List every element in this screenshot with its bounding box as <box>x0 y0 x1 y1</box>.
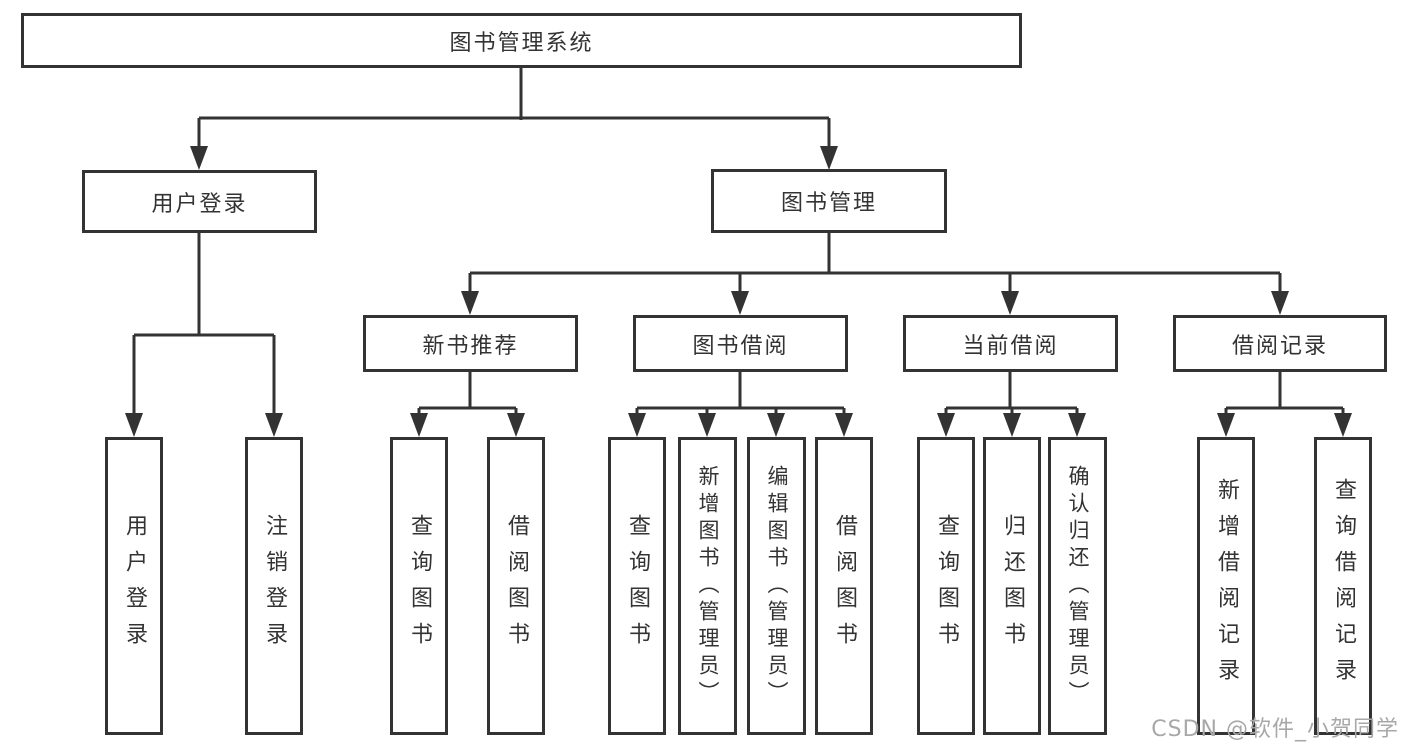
leaf-query-borrow-record-label: 查询借阅记录 <box>1331 478 1356 694</box>
node-current-borrow: 当前借阅 <box>903 315 1118 372</box>
connector-borrowrecords-to-leaves <box>1224 372 1345 415</box>
leaf-logout-label: 注销登录 <box>262 514 287 658</box>
leaf-edit-book-admin: 编辑图书（管理员） <box>747 437 806 735</box>
connector-userlogin-to-leaves <box>132 233 276 415</box>
node-book-management-label: 图书管理 <box>780 191 877 216</box>
leaf-confirm-return-admin-label: 确认归还（管理员） <box>1066 464 1090 708</box>
leaf-query-book-current: 查询图书 <box>917 437 975 735</box>
leaf-user-login-label: 用户登录 <box>122 514 147 658</box>
leaf-query-borrow-record: 查询借阅记录 <box>1314 437 1372 735</box>
node-book-borrow: 图书借阅 <box>633 315 848 372</box>
leaf-query-book-borrow: 查询图书 <box>608 437 666 735</box>
node-current-borrow-label: 当前借阅 <box>962 333 1059 359</box>
leaf-borrow-book: 借阅图书 <box>815 437 873 735</box>
node-borrow-records-label: 借阅记录 <box>1231 333 1328 359</box>
node-new-book-recommend-label: 新书推荐 <box>422 333 519 359</box>
leaf-query-book-borrow-label: 查询图书 <box>625 514 650 658</box>
leaf-return-book: 归还图书 <box>983 437 1041 735</box>
leaf-query-book-current-label: 查询图书 <box>934 514 959 658</box>
leaf-borrow-book-recommend-label: 借阅图书 <box>504 514 529 658</box>
node-new-book-recommend: 新书推荐 <box>363 315 578 372</box>
csdn-watermark: CSDN @软件_小贺同学 <box>1151 717 1399 742</box>
node-root-label: 图书管理系统 <box>449 30 594 56</box>
node-user-login: 用户登录 <box>82 170 317 233</box>
connector-newbookrec-to-leaves <box>417 372 518 415</box>
leaf-add-book-admin-label: 新增图书（管理员） <box>696 464 720 708</box>
leaf-query-book-recommend: 查询图书 <box>390 437 448 735</box>
leaf-add-borrow-record-label: 新增借阅记录 <box>1214 478 1239 694</box>
node-book-borrow-label: 图书借阅 <box>692 333 789 359</box>
connector-currentborrow-to-leaves <box>944 372 1079 415</box>
node-book-management: 图书管理 <box>711 169 947 233</box>
leaf-borrow-book-recommend: 借阅图书 <box>487 437 545 735</box>
node-root-system: 图书管理系统 <box>21 13 1022 68</box>
leaf-borrow-book-label: 借阅图书 <box>832 514 857 658</box>
leaf-edit-book-admin-label: 编辑图书（管理员） <box>765 464 789 708</box>
leaf-query-book-recommend-label: 查询图书 <box>407 514 432 658</box>
node-user-login-label: 用户登录 <box>151 191 248 217</box>
connector-bookborrow-to-leaves <box>635 372 846 415</box>
connector-root-to-level2 <box>197 68 831 148</box>
leaf-logout: 注销登录 <box>245 437 303 735</box>
leaf-add-book-admin: 新增图书（管理员） <box>678 437 737 735</box>
node-borrow-records: 借阅记录 <box>1173 315 1387 372</box>
leaf-user-login: 用户登录 <box>105 437 163 735</box>
leaf-return-book-label: 归还图书 <box>1000 514 1025 658</box>
leaf-confirm-return-admin: 确认归还（管理员） <box>1048 437 1107 735</box>
leaf-add-borrow-record: 新增借阅记录 <box>1197 437 1255 735</box>
connector-bookmgmt-to-level3 <box>468 233 1282 293</box>
